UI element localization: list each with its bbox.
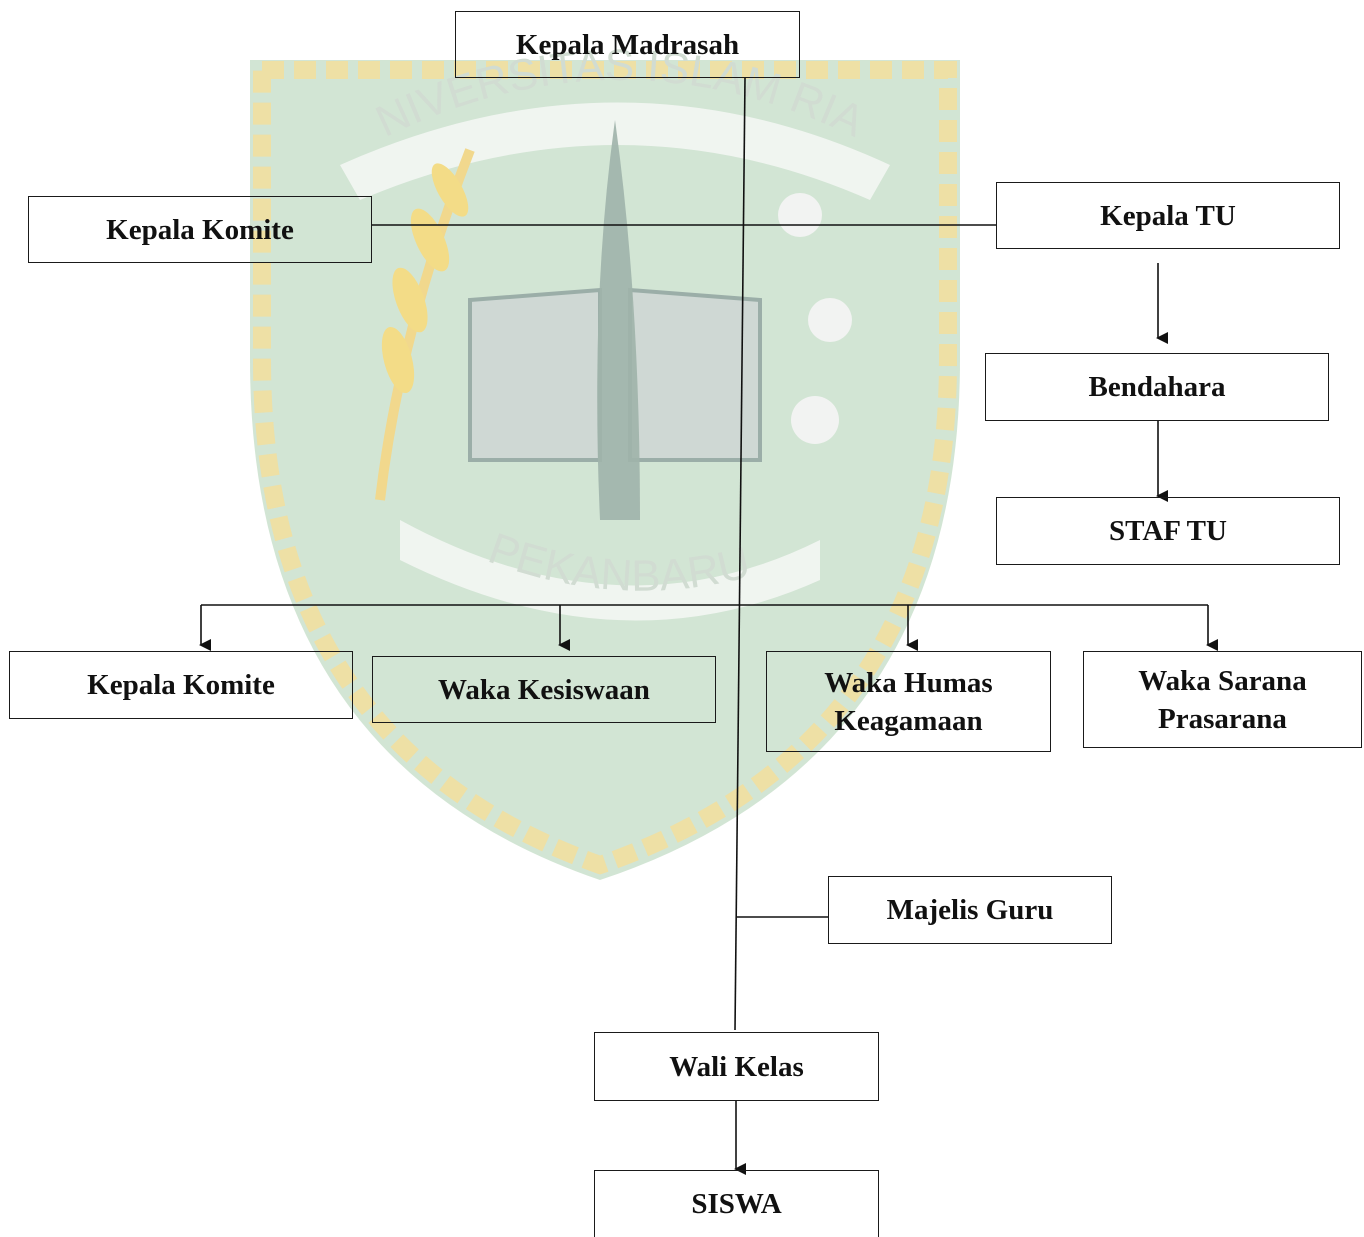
box-staf-tu: STAF TU bbox=[996, 497, 1340, 565]
box-bendahara: Bendahara bbox=[985, 353, 1329, 421]
label-waka-kesiswaan: Waka Kesiswaan bbox=[438, 673, 650, 706]
label-majelis-guru: Majelis Guru bbox=[886, 894, 1054, 926]
bottom-banner bbox=[400, 520, 820, 621]
label-kepala-komite-bottom: Kepala Komite bbox=[87, 669, 275, 701]
top-banner bbox=[340, 102, 890, 200]
box-kepala-komite-bottom: Kepala Komite bbox=[9, 651, 353, 719]
box-wali-kelas: Wali Kelas bbox=[594, 1032, 879, 1101]
label-bendahara: Bendahara bbox=[1088, 371, 1226, 403]
label-waka-humas: Waka Humas Keagamaan bbox=[824, 666, 993, 737]
label-waka-sarana: Waka Sarana Prasarana bbox=[1138, 664, 1307, 735]
label-kepala-tu: Kepala TU bbox=[1100, 199, 1236, 232]
box-waka-humas: Waka Humas Keagamaan bbox=[766, 651, 1051, 752]
spire bbox=[597, 120, 640, 520]
box-majelis-guru: Majelis Guru bbox=[828, 876, 1112, 944]
label-kepala-komite-top: Kepala Komite bbox=[106, 213, 294, 246]
label-kepala-madrasah: Kepala Madrasah bbox=[515, 28, 740, 61]
label-staf-tu: STAF TU bbox=[1109, 515, 1227, 547]
box-kepala-madrasah: Kepala Madrasah bbox=[455, 11, 800, 78]
trunk-line bbox=[734, 77, 746, 1031]
box-kepala-komite-top: Kepala Komite bbox=[28, 196, 372, 263]
box-waka-sarana: Waka Sarana Prasarana bbox=[1083, 651, 1362, 748]
rope-border bbox=[253, 61, 957, 875]
label-siswa: SISWA bbox=[691, 1188, 782, 1220]
box-kepala-tu: Kepala TU bbox=[996, 182, 1340, 249]
box-waka-kesiswaan: Waka Kesiswaan bbox=[372, 656, 716, 723]
label-wali-kelas: Wali Kelas bbox=[669, 1050, 804, 1083]
box-siswa: SISWA bbox=[594, 1170, 879, 1237]
